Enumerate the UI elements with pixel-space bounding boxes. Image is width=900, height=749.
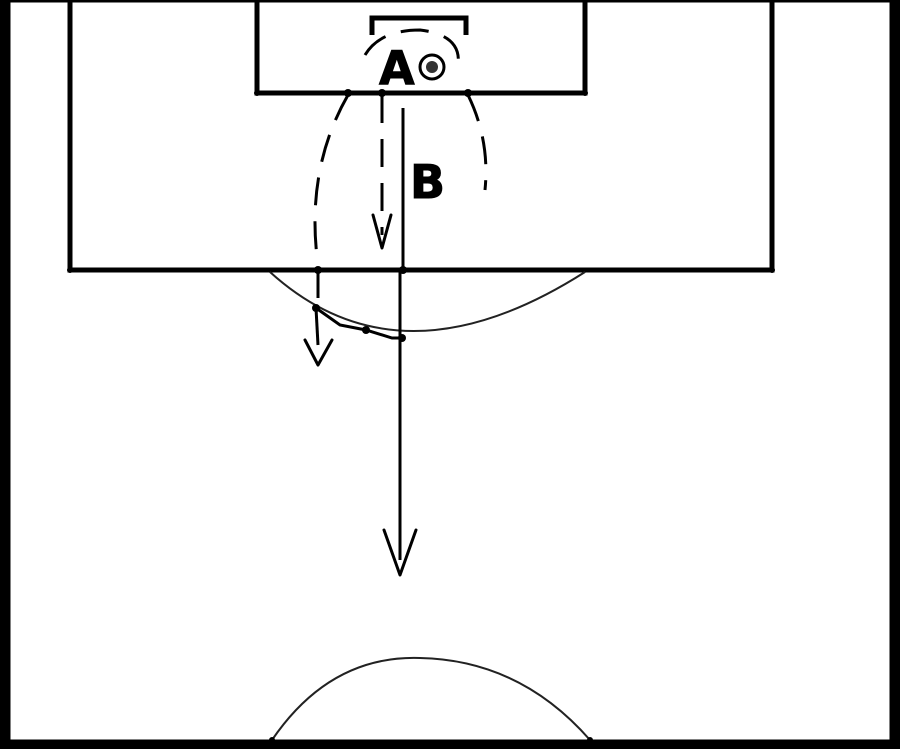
- dot: [587, 737, 593, 743]
- dot: [269, 737, 275, 743]
- player-b-label: B: [410, 155, 445, 209]
- pass-arrowhead-center: [371, 213, 393, 250]
- soccer-ball-icon: [418, 53, 446, 81]
- left-run-arrowhead: [303, 338, 334, 367]
- dot: [582, 90, 588, 96]
- left-run-line: [314, 307, 320, 346]
- center-circle-arc: [271, 656, 591, 741]
- player-a-label: A: [379, 41, 415, 95]
- goal: [369, 15, 469, 35]
- dot: [769, 267, 775, 273]
- dot: [399, 266, 407, 274]
- penalty-area: [67, 0, 775, 273]
- dot: [398, 334, 406, 342]
- dashed-curve-right: [466, 94, 488, 191]
- dot: [314, 266, 322, 274]
- dot: [312, 304, 320, 312]
- dot: [378, 89, 386, 97]
- penalty-arc: [269, 271, 586, 332]
- goal-area: [254, 0, 588, 96]
- dot: [344, 89, 352, 97]
- pitch: [6, 0, 894, 744]
- dashed-curve-left: [313, 94, 350, 266]
- dashed-arc-top: [363, 28, 460, 66]
- dot: [67, 267, 73, 273]
- dot: [464, 89, 472, 97]
- dot: [362, 326, 370, 334]
- run-arrowhead-b: [382, 528, 418, 577]
- dot: [254, 90, 260, 96]
